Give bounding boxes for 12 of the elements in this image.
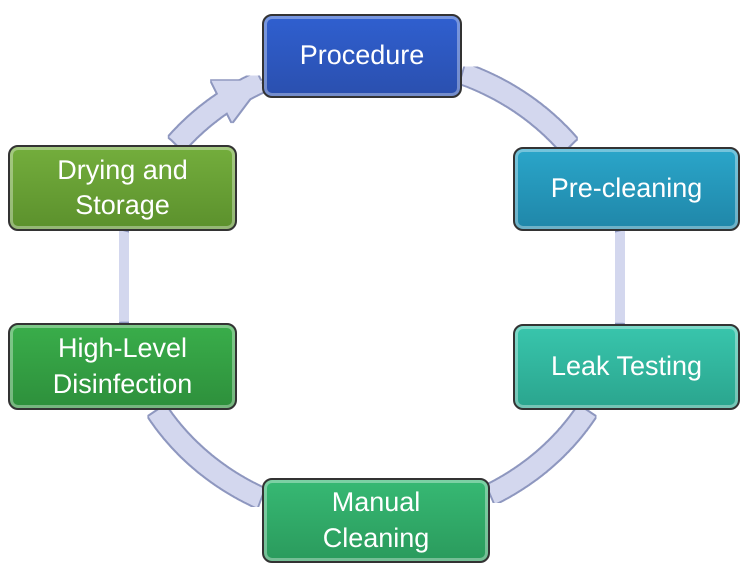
step-label: Procedure xyxy=(300,39,424,72)
process-box xyxy=(262,478,490,563)
process-box xyxy=(262,14,462,98)
step-label: Pre-cleaning xyxy=(550,172,702,206)
process-box xyxy=(513,147,740,231)
process-box xyxy=(8,145,237,231)
step-label: High-Level Disinfection xyxy=(52,332,194,400)
process-box xyxy=(8,323,237,410)
step-label: Leak Testing xyxy=(550,350,702,384)
process-box xyxy=(513,324,740,410)
step-label: Manual Cleaning xyxy=(322,486,430,555)
step-label: Drying and Storage xyxy=(56,154,189,222)
